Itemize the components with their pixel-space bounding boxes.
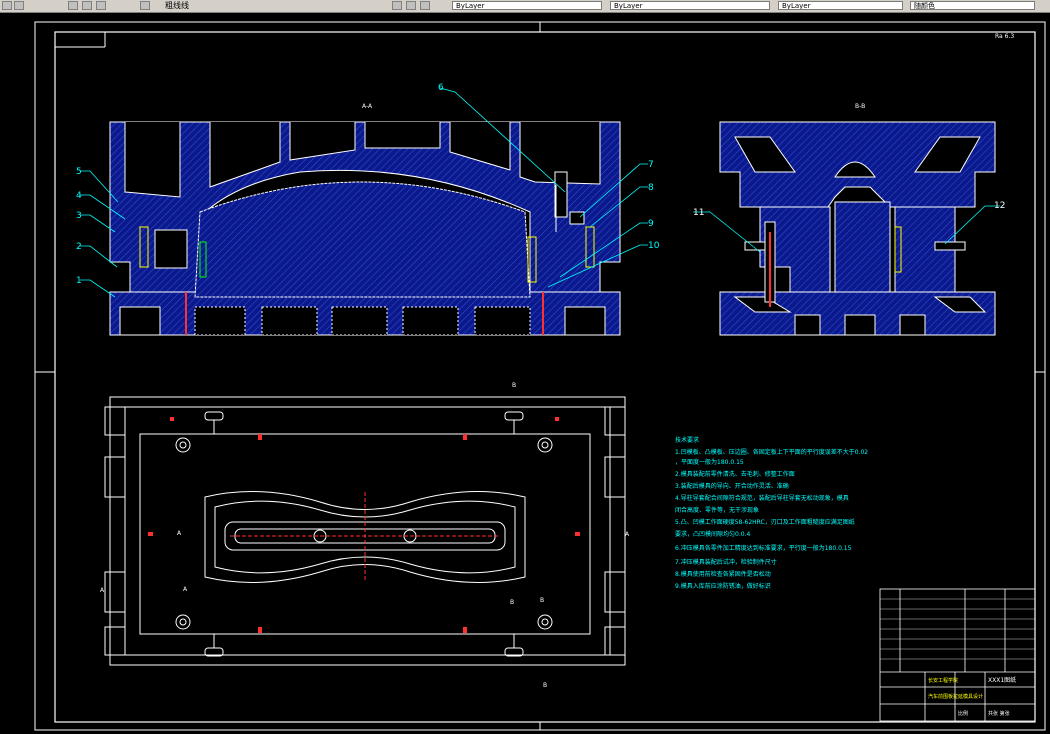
notes-line-9: 6.冲压模具各零件加工精度达到标准要求，平行度一般为180.0.15 bbox=[675, 544, 852, 552]
lock-icon[interactable] bbox=[96, 1, 106, 10]
notes-line-7: 5.凸、凹模工作面硬度58-62HRC，刃口及工作面粗糙度应满足图纸 bbox=[675, 518, 855, 526]
plotstyle-dropdown[interactable]: 随颜色 bbox=[910, 1, 1035, 10]
part-label-11: 11 bbox=[693, 208, 704, 218]
color-dropdown[interactable]: ByLayer bbox=[452, 1, 602, 10]
cad-toolbar: 粗线线 ByLayer ByLayer ByLayer 随颜色 bbox=[0, 0, 1050, 13]
part-label-3: 3 bbox=[76, 211, 82, 221]
part-label-1: 1 bbox=[76, 276, 82, 286]
notes-line-5: 4.导柱导套配合间隙符合规范，装配后导柱导套无松动现象，模具 bbox=[675, 494, 849, 502]
layer-manager-icon[interactable] bbox=[392, 1, 402, 10]
technical-notes: 技术要求 1.凹模板、凸模板、压边圈、各固定板上下平面的平行度误差不大于0.02… bbox=[675, 436, 868, 590]
plan-view-b-mid-1: B bbox=[510, 599, 514, 606]
title-block bbox=[879, 588, 1036, 722]
section-aa-title: A-A bbox=[362, 103, 373, 110]
layer-states-icon[interactable] bbox=[406, 1, 416, 10]
plan-view-b-bottom: B bbox=[543, 682, 547, 689]
part-label-4: 4 bbox=[76, 191, 82, 201]
notes-line-6: 闭合高度、零件等，无干涉现象 bbox=[675, 506, 759, 514]
notes-line-12: 9.模具入库前应涂防锈油，做好标识 bbox=[675, 582, 771, 590]
notes-line-1: 1.凹模板、凸模板、压边圈、各固定板上下平面的平行度误差不大于0.02 bbox=[675, 448, 868, 456]
toolbar-icon-2[interactable] bbox=[14, 1, 24, 10]
part-label-9: 9 bbox=[648, 219, 654, 229]
part-label-12: 12 bbox=[994, 201, 1005, 211]
plan-view-a-left: A bbox=[100, 587, 105, 594]
cad-drawing-canvas[interactable]: Ra 6.3 A-A bbox=[0, 12, 1050, 734]
title-drawing-name: 汽车前围板拉延模具设计 bbox=[928, 693, 983, 700]
part-label-2: 2 bbox=[76, 242, 82, 252]
title-scale: 比例 bbox=[958, 710, 968, 717]
plan-view: B B A A A A B B bbox=[100, 382, 630, 689]
notes-line-11: 8.模具使用前检查各紧固件是否松动 bbox=[675, 570, 771, 578]
part-label-8: 8 bbox=[648, 183, 654, 193]
notes-line-2: ，平面度一般为180.0.15 bbox=[675, 458, 744, 466]
section-bb-view bbox=[719, 121, 996, 336]
plan-view-a-inner-left: A bbox=[177, 530, 182, 537]
plan-view-a-right: A bbox=[625, 531, 630, 538]
notes-line-8: 要求，凸凹模间隙均匀0.0.4 bbox=[675, 530, 750, 538]
plan-view-a-inner-right: A bbox=[183, 586, 188, 593]
plan-view-b-top: B bbox=[512, 382, 516, 389]
lineweight-dropdown[interactable]: ByLayer bbox=[778, 1, 903, 10]
title-company: 长安工程学院 bbox=[928, 677, 958, 684]
plan-view-b-mid-2: B bbox=[540, 597, 544, 604]
layer-icon[interactable] bbox=[68, 1, 78, 10]
part-label-10: 10 bbox=[648, 241, 660, 251]
notes-heading: 技术要求 bbox=[675, 436, 699, 444]
color-square-icon[interactable] bbox=[140, 1, 150, 10]
title-sheet: 共张 第张 bbox=[988, 710, 1010, 717]
match-layer-icon[interactable] bbox=[420, 1, 430, 10]
section-bb-title: B-B bbox=[855, 103, 865, 110]
notes-line-4: 3.装配后模具的导向、开合动作灵活、准确 bbox=[675, 482, 789, 490]
section-aa-view bbox=[109, 121, 621, 336]
part-label-7: 7 bbox=[648, 160, 654, 170]
part-label-5: 5 bbox=[76, 167, 82, 177]
toolbar-icon-1[interactable] bbox=[2, 1, 12, 10]
layer-name-label: 粗线线 bbox=[165, 1, 189, 10]
part-label-6: 6 bbox=[438, 83, 444, 93]
inner-border bbox=[54, 31, 1036, 723]
notes-line-10: 7.冲压模具装配后试冲，检验制件尺寸 bbox=[675, 558, 777, 566]
notes-line-3: 2.模具装配前零件清洗、去毛刺、修整工作面 bbox=[675, 470, 795, 478]
linetype-dropdown[interactable]: ByLayer bbox=[610, 1, 770, 10]
roughness-mark: Ra 6.3 bbox=[995, 33, 1014, 40]
title-drawing-no: XXX1图纸 bbox=[988, 676, 1016, 684]
sun-icon[interactable] bbox=[82, 1, 92, 10]
